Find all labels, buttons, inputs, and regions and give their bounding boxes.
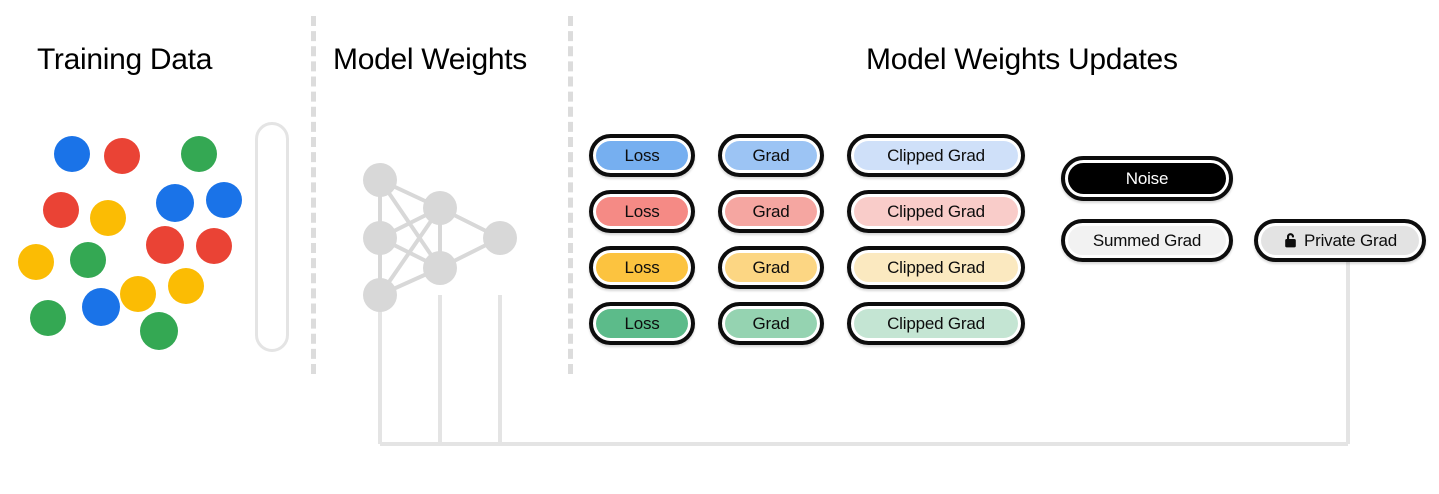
grad-pill-blue-label: Grad xyxy=(752,145,790,165)
grad-pill-green[interactable]: Grad xyxy=(718,302,824,345)
grad-pill-red[interactable]: Grad xyxy=(718,190,824,233)
loss-pill-red-inner: Loss xyxy=(596,197,688,226)
grad-pill-yellow[interactable]: Grad xyxy=(718,246,824,289)
training-data-dot xyxy=(146,226,184,264)
summed-grad-pill-inner: Summed Grad xyxy=(1068,226,1226,255)
section-divider-2 xyxy=(568,16,573,374)
training-data-dot xyxy=(18,244,54,280)
section-divider-1 xyxy=(311,16,316,374)
noise-pill-inner: Noise xyxy=(1068,163,1226,194)
loss-pill-red-label: Loss xyxy=(624,201,660,221)
neural-network-graph xyxy=(363,163,517,312)
loss-pill-red[interactable]: Loss xyxy=(589,190,695,233)
grad-pill-yellow-inner: Grad xyxy=(725,253,817,282)
loss-pill-green-label: Loss xyxy=(624,313,660,333)
section-title-model-weights-updates: Model Weights Updates xyxy=(866,43,1178,76)
loss-pill-green-inner: Loss xyxy=(596,309,688,338)
clipped-grad-pill-red[interactable]: Clipped Grad xyxy=(847,190,1025,233)
network-node xyxy=(483,221,517,255)
loss-pill-blue-inner: Loss xyxy=(596,141,688,170)
grad-pill-green-label: Grad xyxy=(752,313,790,333)
network-edge xyxy=(378,206,442,297)
clipped-grad-pill-yellow-label: Clipped Grad xyxy=(887,257,985,277)
clipped-grad-pill-blue-inner: Clipped Grad xyxy=(854,141,1018,170)
training-data-dot xyxy=(70,242,106,278)
training-data-dot xyxy=(120,276,156,312)
network-node xyxy=(423,251,457,285)
grad-pill-yellow-label: Grad xyxy=(752,257,790,277)
training-data-dot xyxy=(54,136,90,172)
section-title-model-weights: Model Weights xyxy=(333,43,527,76)
noise-pill-label: Noise xyxy=(1125,168,1169,188)
loss-pill-yellow-label: Loss xyxy=(624,257,660,277)
noise-pill[interactable]: Noise xyxy=(1061,156,1233,201)
lock-icon xyxy=(1283,232,1298,249)
network-node xyxy=(423,191,457,225)
clipped-grad-pill-yellow[interactable]: Clipped Grad xyxy=(847,246,1025,289)
grad-pill-blue-inner: Grad xyxy=(725,141,817,170)
loss-pill-blue-label: Loss xyxy=(624,145,660,165)
grad-pill-blue[interactable]: Grad xyxy=(718,134,824,177)
training-data-dot xyxy=(206,182,242,218)
network-node xyxy=(363,163,397,197)
private-grad-pill-inner: Private Grad xyxy=(1261,226,1419,255)
data-batch-capsule xyxy=(255,122,289,352)
training-data-dot xyxy=(168,268,204,304)
clipped-grad-pill-yellow-inner: Clipped Grad xyxy=(854,253,1018,282)
training-data-dot xyxy=(43,192,79,228)
private-grad-pill[interactable]: Private Grad xyxy=(1254,219,1426,262)
training-data-dot xyxy=(196,228,232,264)
training-data-dot xyxy=(104,138,140,174)
clipped-grad-pill-blue-label: Clipped Grad xyxy=(887,145,985,165)
clipped-grad-pill-green[interactable]: Clipped Grad xyxy=(847,302,1025,345)
training-data-dot-field xyxy=(0,0,311,380)
grad-pill-green-inner: Grad xyxy=(725,309,817,338)
clipped-grad-pill-red-inner: Clipped Grad xyxy=(854,197,1018,226)
loss-pill-blue[interactable]: Loss xyxy=(589,134,695,177)
clipped-grad-pill-red-label: Clipped Grad xyxy=(887,201,985,221)
clipped-grad-pill-green-label: Clipped Grad xyxy=(887,313,985,333)
loss-pill-yellow[interactable]: Loss xyxy=(589,246,695,289)
loss-pill-yellow-inner: Loss xyxy=(596,253,688,282)
clipped-grad-pill-green-inner: Clipped Grad xyxy=(854,309,1018,338)
grad-pill-red-label: Grad xyxy=(752,201,790,221)
network-node xyxy=(363,221,397,255)
clipped-grad-pill-blue[interactable]: Clipped Grad xyxy=(847,134,1025,177)
training-data-dot xyxy=(181,136,217,172)
network-node xyxy=(363,278,397,312)
training-data-dot xyxy=(82,288,120,326)
training-data-dot xyxy=(30,300,66,336)
summed-grad-pill-label: Summed Grad xyxy=(1092,230,1202,250)
summed-grad-pill[interactable]: Summed Grad xyxy=(1061,219,1233,262)
grad-pill-red-inner: Grad xyxy=(725,197,817,226)
private-grad-pill-label: Private Grad xyxy=(1303,230,1398,250)
loss-pill-green[interactable]: Loss xyxy=(589,302,695,345)
training-data-dot xyxy=(156,184,194,222)
training-data-dot xyxy=(140,312,178,350)
training-data-dot xyxy=(90,200,126,236)
section-title-training-data: Training Data xyxy=(37,43,213,76)
